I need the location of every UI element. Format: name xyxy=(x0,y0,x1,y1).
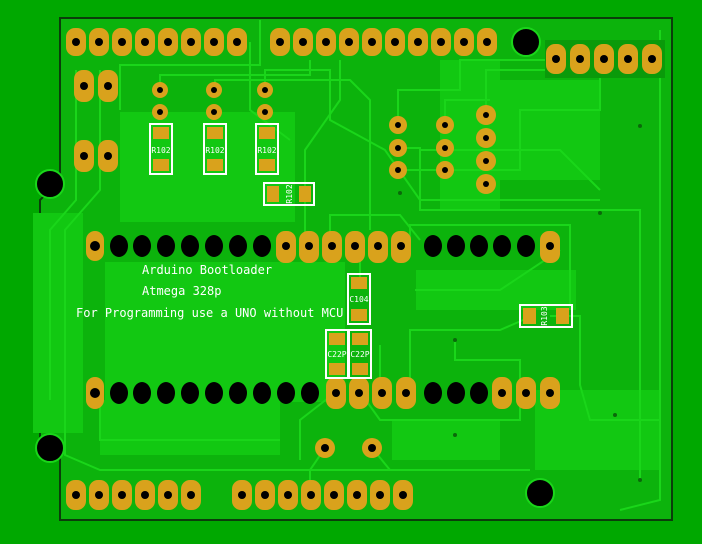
header-bottom-left xyxy=(66,480,201,510)
ic-socket-top-row xyxy=(86,231,560,263)
led-pads xyxy=(152,82,273,120)
resistor-r1 xyxy=(149,123,173,175)
label-c3: C22P xyxy=(350,350,369,359)
header-top-right xyxy=(270,28,497,56)
annotation-title: Arduino Bootloader xyxy=(142,263,273,277)
resistor-r3 xyxy=(255,123,279,175)
header-bottom-right xyxy=(232,480,413,510)
header-top-left xyxy=(66,28,247,56)
crystal-pads xyxy=(315,438,382,458)
mounting-hole-left-lower xyxy=(35,433,65,463)
mounting-holes xyxy=(35,27,555,508)
mounting-hole-bottom-right xyxy=(525,478,555,508)
pads-left-pair xyxy=(74,70,118,172)
vias xyxy=(398,124,642,482)
label-r5: R103 xyxy=(540,306,549,325)
annotation-chip: Atmega 328p xyxy=(142,284,222,298)
pads-middle-column xyxy=(389,116,454,179)
mounting-hole-left-upper xyxy=(35,169,65,199)
annotation-instructions: For Programming use a UNO without MCU xyxy=(76,306,344,320)
capacitor-c3 xyxy=(348,329,372,379)
label-r2: R102 xyxy=(205,146,224,155)
ic-socket-bottom-row xyxy=(86,377,560,409)
resistor-r5 xyxy=(519,304,573,328)
label-r3: R102 xyxy=(257,146,276,155)
mounting-hole-top-right xyxy=(511,27,541,57)
capacitor-c1 xyxy=(347,273,371,325)
resistor-r4 xyxy=(263,182,315,206)
label-r4: R102 xyxy=(285,184,294,203)
label-c1: C104 xyxy=(349,295,368,304)
label-r1: R102 xyxy=(151,146,170,155)
header-icsp xyxy=(545,40,665,78)
resistor-r2 xyxy=(203,123,227,175)
pads-right-column xyxy=(476,105,496,194)
label-c2: C22P xyxy=(327,350,346,359)
